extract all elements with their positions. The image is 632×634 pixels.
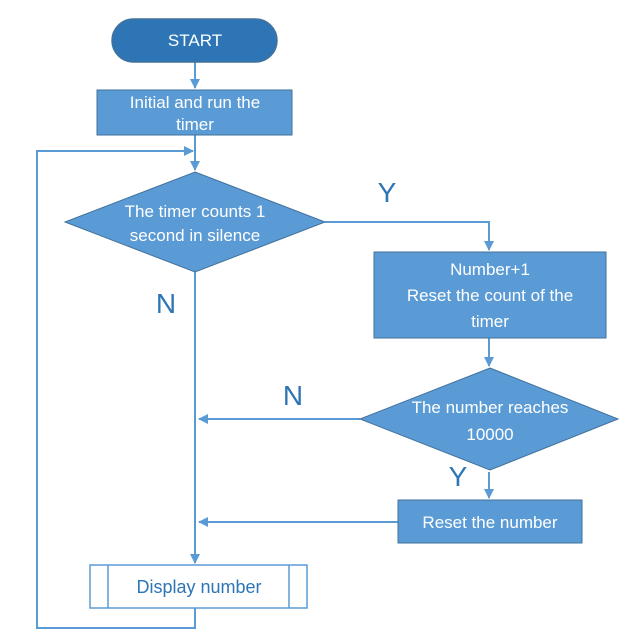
start-node: START [111,18,278,63]
reset-label: Reset the number [422,513,557,532]
number-decision-line1: The number reaches [412,398,569,417]
reset-process-node: Reset the number [397,499,583,544]
start-label: START [168,31,222,50]
number-decision-node: The number reaches 10000 [358,367,620,471]
increment-line1: Number+1 [450,260,530,279]
increment-process-node: Number+1 Reset the count of the timer [373,251,607,339]
increment-line2: Reset the count of the [407,286,573,305]
timer-yes-label: Y [378,177,397,208]
timer-no-label: N [156,288,176,319]
number-no-label: N [283,380,303,411]
edge-loop-back [36,146,196,629]
increment-line3: timer [471,312,509,331]
timer-decision-node: The timer counts 1 second in silence [63,171,327,273]
display-subroutine-node: Display number [89,564,308,609]
connectors [36,62,494,629]
init-label-line1: Initial and run the [130,93,260,112]
init-label-line2: timer [176,115,214,134]
display-label: Display number [136,577,261,597]
number-decision-line2: 10000 [466,425,513,444]
timer-decision-line2: second in silence [130,226,260,245]
edge-timer-yes [325,221,494,251]
timer-decision-line1: The timer counts 1 [125,202,266,221]
init-process-node: Initial and run the timer [96,89,293,136]
number-yes-label: Y [449,461,468,492]
